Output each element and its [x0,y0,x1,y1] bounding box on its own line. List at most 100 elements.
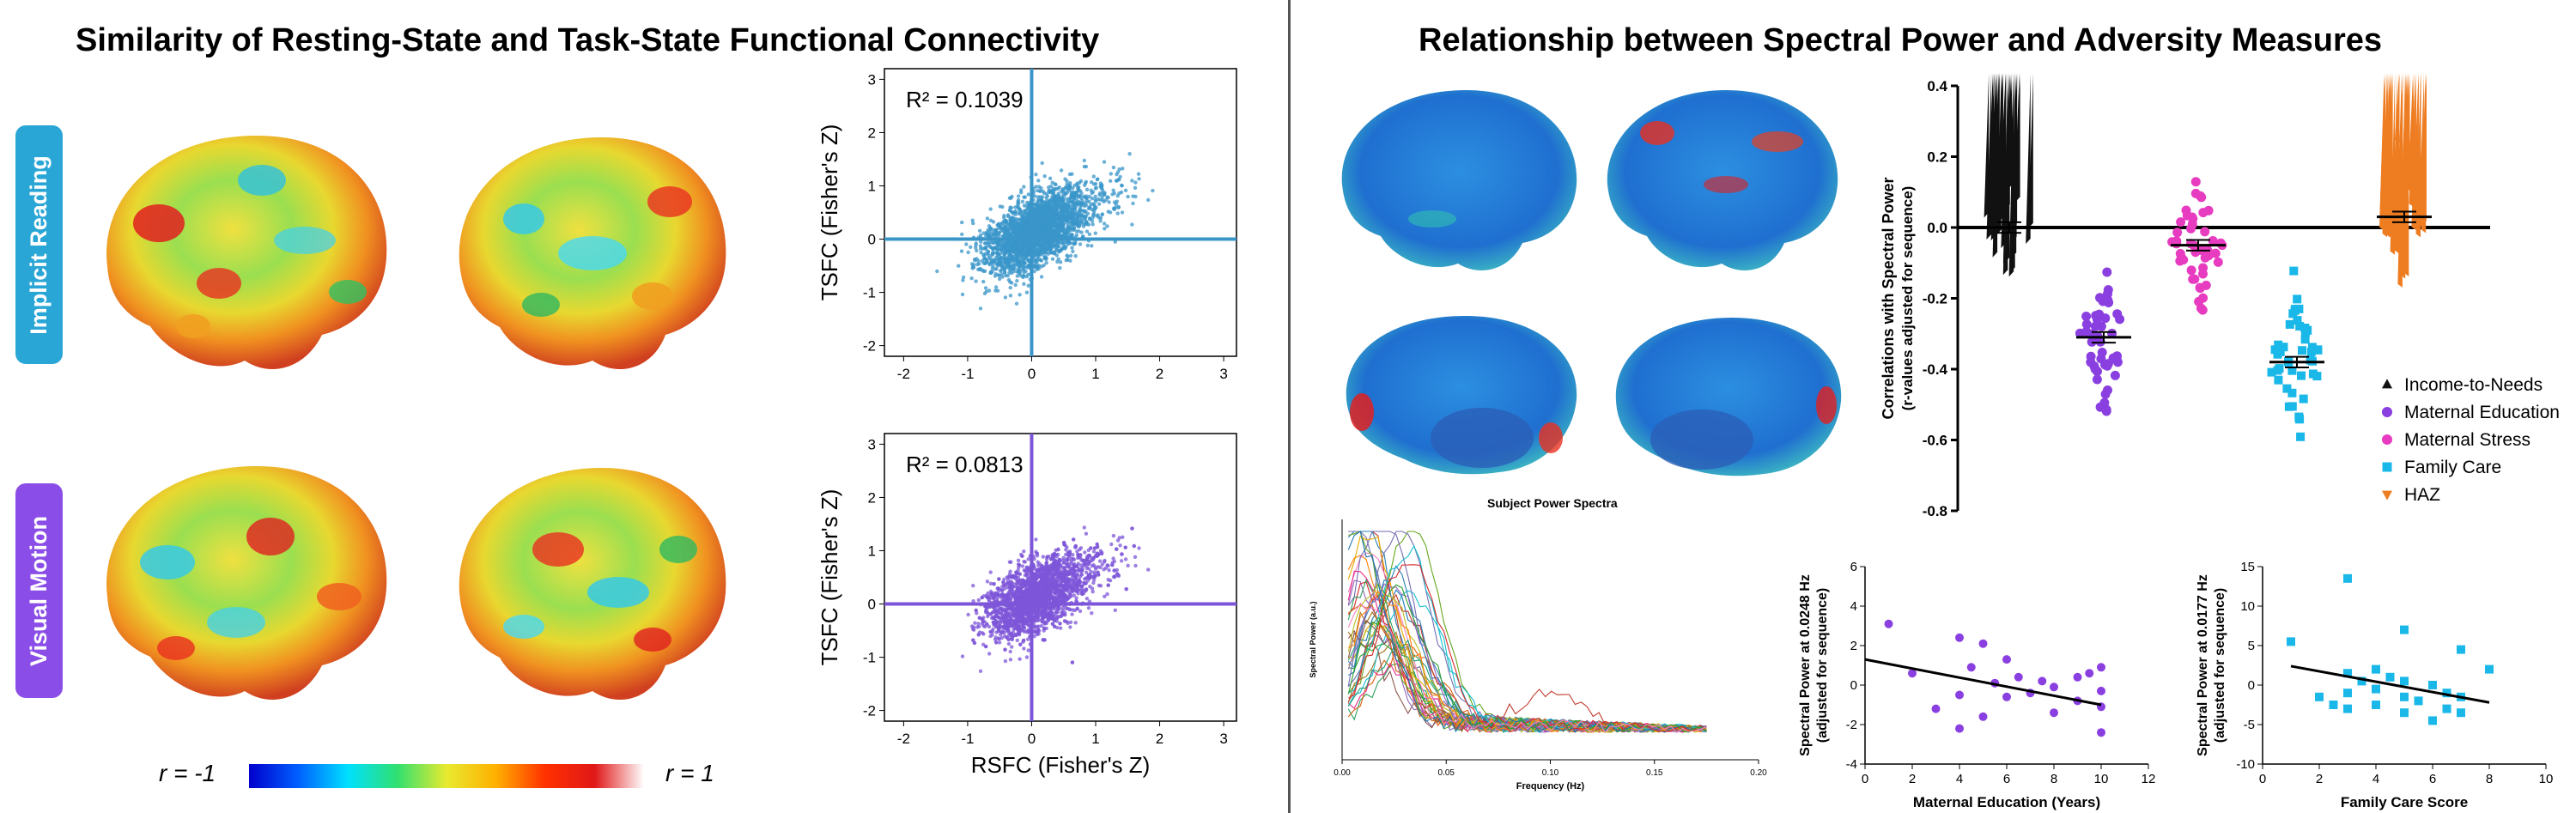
scatter-point [1024,203,1029,209]
scatter-point [1078,208,1082,212]
scatter-point [1076,555,1080,561]
scatter-point [995,288,1000,293]
scatter-point [1113,608,1117,612]
scatter-point [1091,182,1097,186]
scatter-point [1065,230,1070,235]
scatter-point [988,634,993,639]
scatter-point [997,247,1001,252]
scatter-point [1039,258,1044,263]
scatter-point [1043,241,1048,246]
scatter-point [1123,557,1128,561]
scatter-point [988,245,993,249]
scatter-point [1087,553,1091,558]
scatter-point [961,278,965,282]
scatter-point [1078,214,1082,218]
scatter-point [959,249,964,253]
scatter-point [983,241,987,246]
scatter-point [1000,251,1005,255]
scatter-point [1071,553,1075,557]
scatter-point [1078,242,1083,246]
scatter-point [1093,197,1097,202]
scatter-point [1017,562,1022,567]
scatter-point [1098,584,1103,588]
scatter-point [975,248,979,253]
scatter-point [1127,152,1132,156]
scatter-point [1015,243,1020,247]
scatter-point [1020,260,1024,264]
scatter-point [1076,189,1080,193]
scatter-point [1079,573,1084,577]
scatter-point [957,264,961,268]
scatter-point [1103,594,1107,598]
scatter-point [1047,611,1051,616]
scatter-point [1082,194,1086,198]
scatter-point [1038,220,1042,224]
y-tick-label: 1 [868,178,876,194]
scatter-point [1017,207,1022,212]
scatter-point [1012,585,1016,589]
scatter-point [1034,221,1038,226]
scatter-point [1112,559,1116,564]
scatter-point [981,624,986,628]
scatter-point [1048,207,1052,212]
scatter-point [1044,208,1049,212]
scatter-point [977,624,981,628]
scatter-point [1064,216,1068,221]
scatter-point [1072,227,1076,231]
scatter-point [1047,189,1051,193]
scatter-point [1046,252,1050,256]
scatter-point [1008,233,1012,237]
scatter-point [1039,252,1044,257]
scatter-point [1072,202,1077,206]
scatter-point [1130,526,1134,531]
scatter-point [1013,234,1018,238]
scatter-point [1018,642,1023,646]
scatter-point [1063,613,1067,617]
scatter-point [1026,192,1030,197]
scatter-point [1126,194,1130,199]
scatter-point [1083,561,1087,567]
scatter-point [1035,632,1040,637]
scatter-point [1053,229,1057,234]
scatter-point [1111,206,1116,211]
scatter-point [1039,623,1044,628]
scatter-point [1087,199,1091,203]
scatter-point [1111,556,1115,561]
scatter-point [1018,246,1024,250]
scatter-point [997,276,1002,282]
scatter-point [1032,194,1037,198]
scatter-point [985,259,989,264]
scatter-point [988,218,993,222]
scatter-point [983,286,988,290]
scatter-point [1036,618,1040,623]
scatter-point [1024,655,1030,659]
scatter-point [1111,165,1116,170]
scatter-point [971,584,975,588]
scatter-point [979,250,983,255]
scatter-point [1080,217,1084,221]
scatter-point [990,266,994,270]
scatter-point [1045,202,1049,206]
scatter-point [1014,217,1018,221]
scatter-point [1115,193,1120,198]
scatter-point [1092,203,1097,207]
scatter-point [980,595,984,600]
scatter-point [960,232,964,237]
scatter-point [1008,658,1013,662]
scatter-point [978,246,983,251]
scatter-point [1051,220,1055,224]
scatter-point [1001,264,1005,269]
scatter-point [1106,209,1110,214]
scatter-point [1072,561,1077,567]
scatter-point [966,612,970,617]
scatter-point [1072,214,1076,219]
scatter-point [986,614,990,619]
scatter-point [1056,191,1060,196]
scatter-point [1010,281,1014,285]
scatter-point [1066,557,1070,562]
scatter-point [1068,253,1073,258]
scatter-point [1015,248,1019,253]
scatter-point [1007,208,1012,213]
scatter-point [984,644,988,649]
